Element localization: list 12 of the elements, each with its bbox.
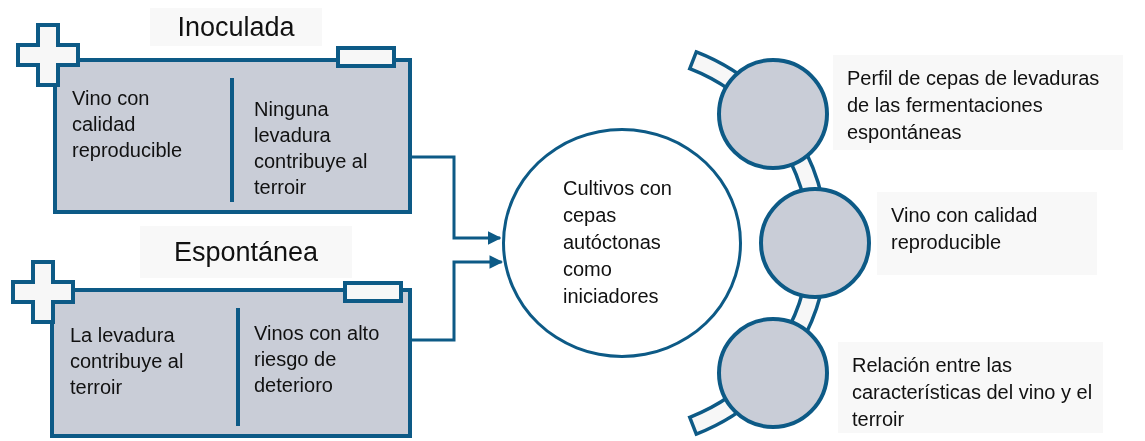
circle-text: Cultivos con cepas autóctonas como iniciadores: [563, 176, 673, 309]
card-text: Vino con calidad reproducible: [72, 86, 184, 163]
caption-text: Vino con calidad reproducible: [877, 192, 1097, 275]
arrow: [412, 155, 502, 245]
caption-text: Relación entre las características del vino y el terroir: [838, 342, 1103, 433]
card-text: Ninguna levadura contribuye al terroir: [254, 97, 369, 200]
arrow: [412, 255, 503, 342]
card-text: Vinos con alto riesgo de deterioro: [254, 321, 381, 398]
battery-heading: Espontánea: [140, 226, 352, 278]
caption-text: Perfil de cepas de levaduras de las fermentaciones espontáneas: [833, 55, 1123, 150]
battery-heading: Inoculada: [150, 8, 322, 46]
card-text: La levadura contribuye al terroir: [70, 323, 185, 400]
